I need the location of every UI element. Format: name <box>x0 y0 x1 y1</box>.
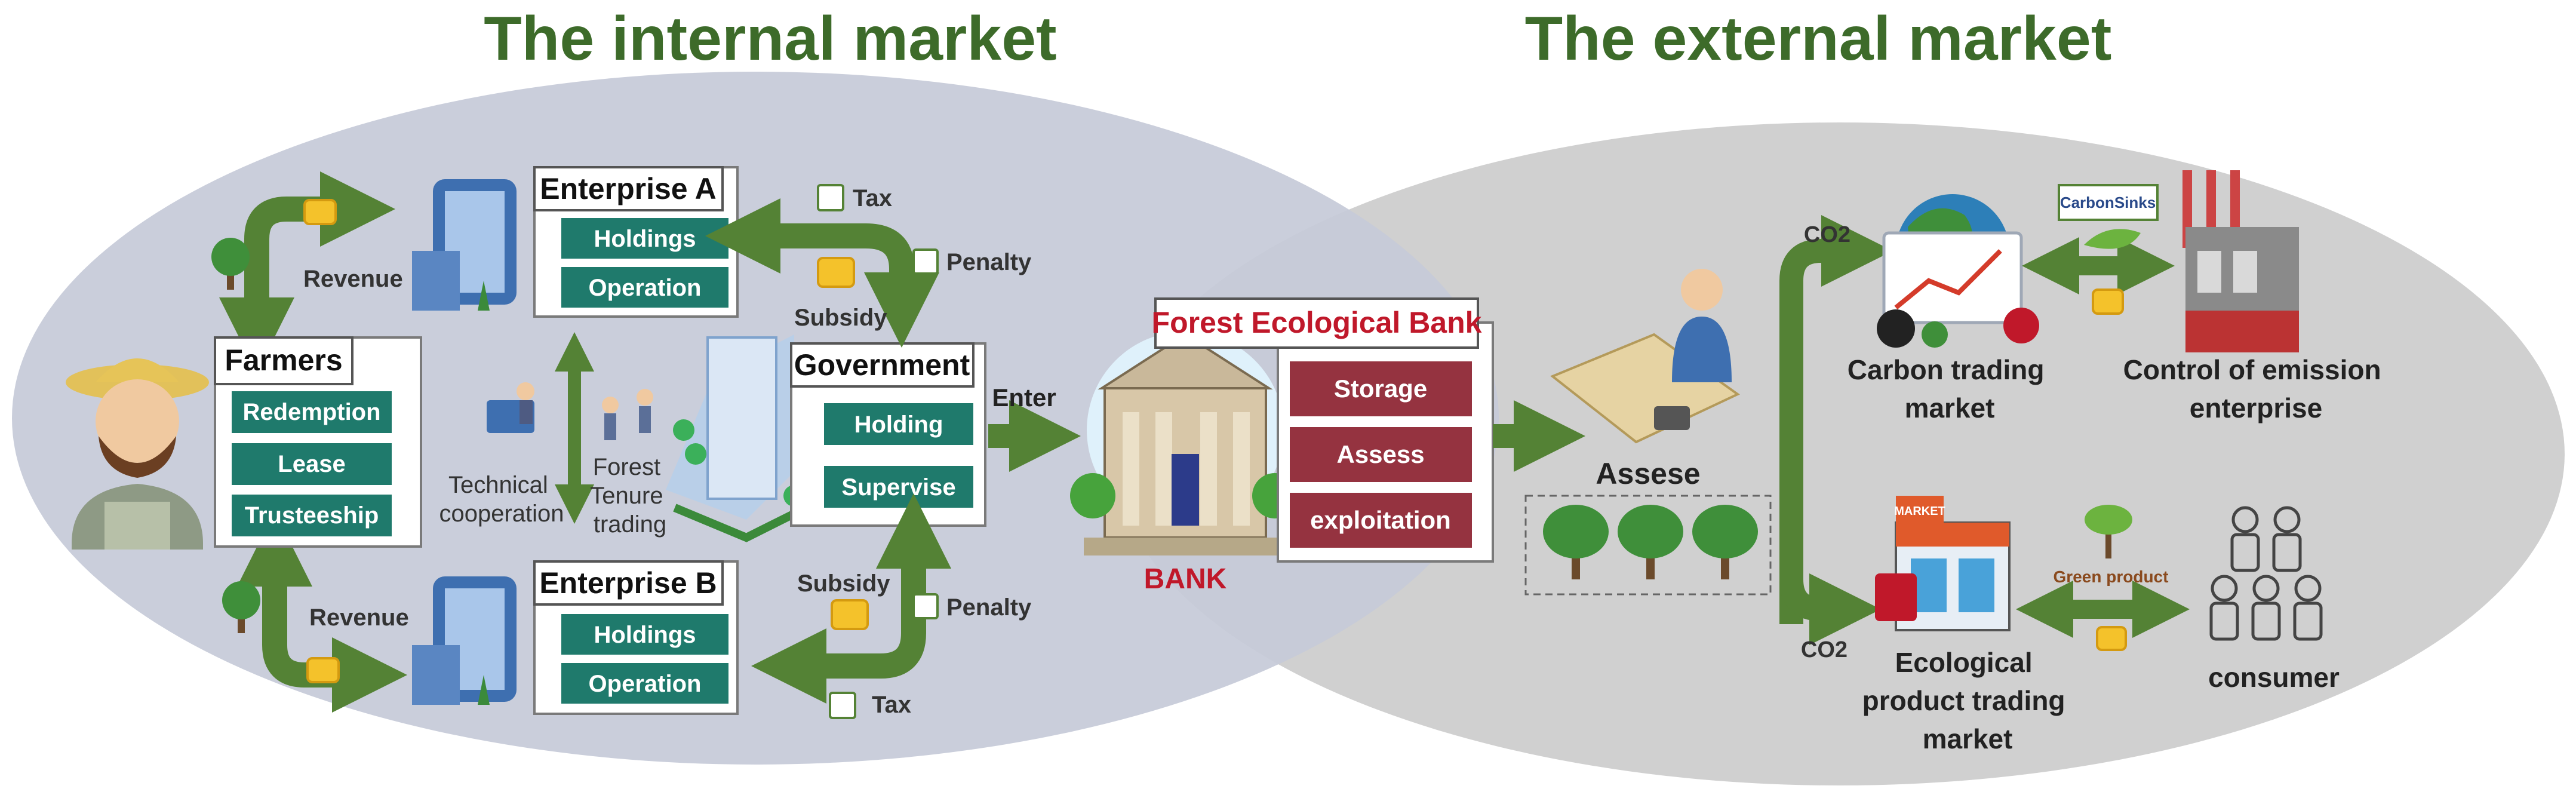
forest-ecological-bank-box: Forest Ecological Bank Storage Assess ex… <box>1152 297 1494 563</box>
technical-cooperation-label: Technical cooperation <box>439 472 564 527</box>
enterprise-b-holdings: Holdings <box>594 622 696 648</box>
penalty-icon <box>912 593 939 619</box>
tree-icon <box>1618 505 1683 579</box>
enterprise-a-title: Enterprise A <box>540 172 716 205</box>
tax-icon <box>829 692 856 719</box>
government-title-box <box>790 342 975 388</box>
farmer-icon <box>66 358 209 550</box>
consumer-label: consumer <box>2208 662 2340 693</box>
co2-branch-arrow <box>1779 215 1893 645</box>
tree-icon <box>211 238 250 290</box>
bank-storage: Storage <box>1334 375 1427 403</box>
internal-market-title: The internal market <box>484 4 1056 73</box>
penalty-label-top: Penalty <box>946 249 1032 275</box>
enterprise-a-box: Enterprise A Holdings Operation <box>533 166 739 318</box>
enterprise-a-holdings: Holdings <box>594 226 696 252</box>
co2-label-top: CO2 <box>1804 222 1850 247</box>
bank-sign: BANK <box>1144 563 1227 595</box>
bank-assess: Assess <box>1336 440 1424 468</box>
tax-label-bottom: Tax <box>872 692 911 718</box>
assessor-icon <box>1550 269 1740 444</box>
factory-icon <box>2182 170 2299 352</box>
cooperation-people-icon <box>487 382 534 433</box>
enterprise-b-operation: Operation <box>589 671 702 697</box>
enterprise-b-title-box <box>533 560 724 606</box>
enterprise-a-item-box <box>561 218 728 259</box>
penalty-icon <box>912 248 939 275</box>
government-supervise: Supervise <box>841 474 955 501</box>
assese-label: Assese <box>1596 457 1700 490</box>
tax-icon <box>817 184 844 211</box>
tree-icon <box>222 581 260 633</box>
forest-tenure-trading-label: Forest Tenure trading <box>590 454 669 538</box>
control-enterprise-label: Control of emission enterprise <box>2123 354 2389 423</box>
enterprise-b-title: Enterprise B <box>539 566 717 600</box>
coin-icon <box>303 199 337 225</box>
carbon-market-label: Carbon trading market <box>1848 354 2052 423</box>
coin-icon <box>2092 288 2124 315</box>
market-shop-icon <box>1875 496 2011 631</box>
penalty-label-bottom: Penalty <box>946 594 1032 621</box>
bank-item-box <box>1290 361 1472 416</box>
subsidy-label-top: Subsidy <box>794 305 887 331</box>
farmers-title: Farmers <box>225 343 342 377</box>
farmers-item-box <box>232 391 392 433</box>
revenue-label-bottom: Revenue <box>309 604 409 631</box>
government-item-box <box>824 403 973 445</box>
bank-item-box <box>1290 493 1472 548</box>
revenue-label-top: Revenue <box>303 266 403 292</box>
bank-title: Forest Ecological Bank <box>1152 306 1482 339</box>
gov-enterprise-a-arrow <box>705 198 939 348</box>
bank-building-icon <box>1070 332 1298 555</box>
building-icon <box>412 576 517 705</box>
enterprise-b-item-box <box>561 614 728 655</box>
eco-market-label: Ecological product trading market <box>1862 647 2073 754</box>
coin-icon <box>831 599 869 630</box>
carbon-sinks-badge <box>2058 184 2159 221</box>
enterprise-b-item-box <box>561 663 728 704</box>
carbon-market-icon <box>1877 194 2039 348</box>
gov-enterprise-b-arrow <box>751 493 951 704</box>
government-title: Government <box>794 348 970 382</box>
green-tree-icon <box>2085 505 2132 558</box>
consumer-group-icon <box>2209 506 2323 641</box>
farmers-item-box <box>232 443 392 485</box>
tree-icon <box>1692 505 1758 579</box>
enterprise-a-item-box <box>561 267 728 308</box>
farmers-item-trusteeship: Trusteeship <box>245 502 379 529</box>
farmers-box: Farmers Redemption Lease Trusteeship <box>214 336 422 548</box>
subsidy-label-bottom: Subsidy <box>797 570 890 597</box>
coin-icon <box>2096 626 2127 651</box>
co2-label-bottom: CO2 <box>1801 637 1848 662</box>
carbon-sinks-label: CarbonSinks <box>2060 194 2156 211</box>
coin-icon <box>306 657 340 683</box>
revenue-arrow-bottom <box>237 511 407 713</box>
farmers-item-lease: Lease <box>278 451 345 477</box>
coin-icon <box>817 257 855 288</box>
bank-title-box <box>1154 297 1479 349</box>
market-sign: MARKET <box>1894 505 1945 518</box>
enterprise-a-title-box <box>533 166 724 211</box>
enterprise-b-box: Enterprise B Holdings Operation <box>533 560 739 715</box>
green-product-label: Green product <box>2054 567 2169 586</box>
leaf-icon <box>2084 229 2141 249</box>
tree-icon <box>1543 505 1609 579</box>
revenue-arrow-top <box>219 171 395 373</box>
farmers-item-box <box>232 495 392 536</box>
bank-exploitation: exploitation <box>1310 506 1451 534</box>
tax-label-top: Tax <box>853 185 892 211</box>
enterprise-a-operation: Operation <box>589 275 702 301</box>
farmers-item-redemption: Redemption <box>242 399 380 425</box>
farmers-title-box <box>214 336 353 385</box>
government-holding: Holding <box>854 412 943 438</box>
government-box: Government Holding Supervise <box>790 342 986 527</box>
enter-label: Enter <box>992 383 1056 412</box>
bank-item-box <box>1290 427 1472 482</box>
trading-people-icon <box>602 389 653 440</box>
external-market-title: The external market <box>1525 4 2112 73</box>
building-icon <box>412 179 517 311</box>
forest-group-frame <box>1524 495 1772 596</box>
